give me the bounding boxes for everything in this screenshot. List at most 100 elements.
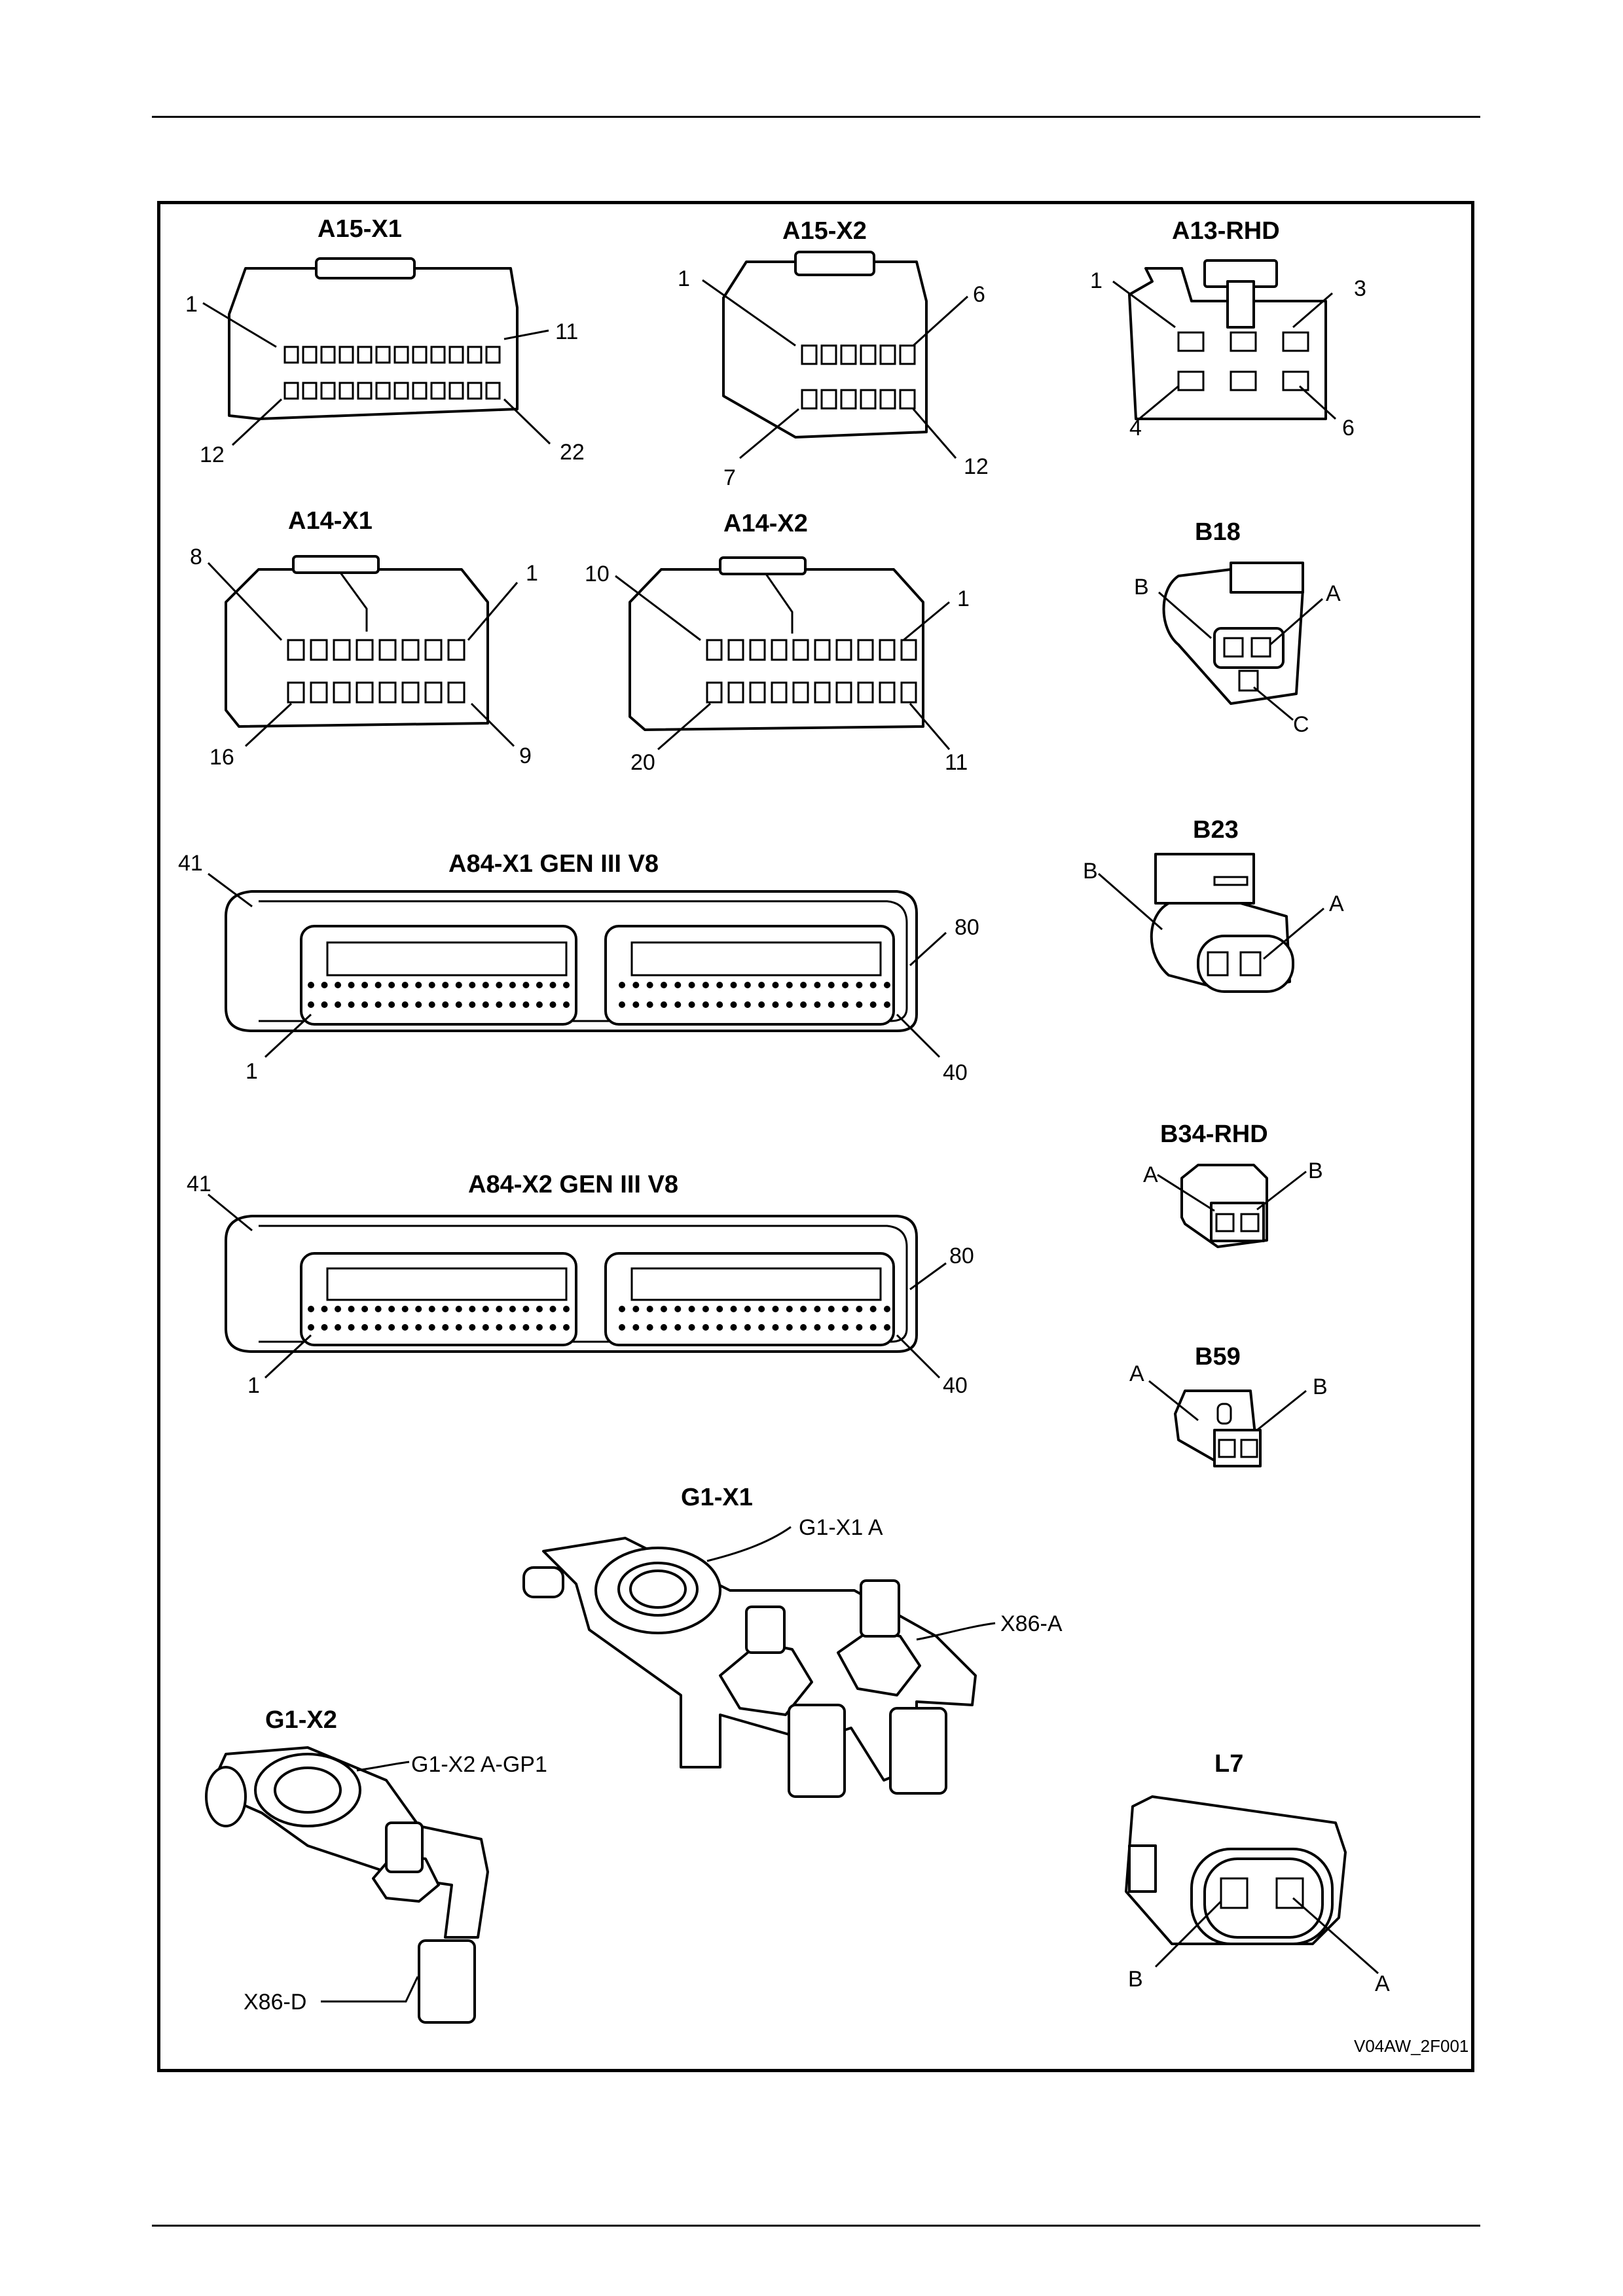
terminal-pin [549, 982, 556, 988]
terminal-pin [563, 1306, 570, 1312]
terminal-pin [772, 982, 778, 988]
terminal-pin [321, 982, 328, 988]
terminal-pin [442, 1001, 448, 1008]
terminal-cavity [395, 347, 408, 363]
terminal-pin [483, 1001, 489, 1008]
terminal-pin [522, 1324, 529, 1331]
terminal-pin [702, 1306, 709, 1312]
terminal-pin [429, 982, 435, 988]
terminal-pin [702, 1324, 709, 1331]
terminal-cavity [468, 347, 481, 363]
terminal-cavity [413, 383, 426, 399]
terminal-cavity [1231, 372, 1256, 390]
pin-label: 1 [185, 292, 198, 317]
terminal-pin [689, 982, 695, 988]
pin-label: 6 [1342, 416, 1355, 440]
pin-label: A [1326, 581, 1341, 606]
terminal-pin [415, 1306, 422, 1312]
connector-title: A14-X1 [288, 507, 373, 535]
connector-title: B18 [1195, 518, 1241, 546]
terminal-pin [536, 982, 543, 988]
callout-label: X86-A [1000, 1611, 1063, 1636]
terminal-pin [632, 1001, 639, 1008]
terminal-pin [772, 1324, 778, 1331]
terminal-pin [619, 1306, 625, 1312]
terminal-pin [496, 1324, 502, 1331]
terminal-pin [429, 1306, 435, 1312]
terminal-cavity [900, 346, 915, 364]
terminal-pin [800, 982, 807, 988]
connector-title: G1-X1 [681, 1484, 753, 1511]
terminal-cavity [802, 390, 816, 408]
terminal-pin [842, 1306, 848, 1312]
connector-b18: B18 B A C [1134, 518, 1341, 737]
terminal-cavity [707, 640, 721, 660]
pin-label: C [1293, 712, 1309, 737]
terminal-cavity [486, 383, 500, 399]
terminal-cavity [380, 683, 395, 702]
terminal-pin [469, 1306, 475, 1312]
terminal-pin [661, 982, 667, 988]
terminal-pin [619, 982, 625, 988]
terminal-pin [469, 1324, 475, 1331]
terminal-cavity [413, 347, 426, 363]
callout-label: X86-D [244, 1990, 306, 2015]
terminal-cavity [380, 640, 395, 660]
terminal-pin [661, 1306, 667, 1312]
terminal-pin [731, 1001, 737, 1008]
terminal-cavity [340, 383, 353, 399]
terminal-pin [786, 982, 793, 988]
terminal-cavity [1283, 332, 1308, 351]
terminal-cavity [288, 683, 304, 702]
terminal-pin [674, 1306, 681, 1312]
terminal-pin [442, 1324, 448, 1331]
terminal-pin [348, 1324, 355, 1331]
terminal-pin [496, 1306, 502, 1312]
terminal-pin [335, 1324, 341, 1331]
terminal-pin [469, 1001, 475, 1008]
terminal-pin [758, 1306, 765, 1312]
terminal-pin [814, 1324, 820, 1331]
terminal-cavity [861, 390, 875, 408]
terminal-cavity [450, 347, 463, 363]
terminal-cavity [357, 683, 373, 702]
terminal-cavity [858, 683, 873, 702]
pin-label: A [1375, 1971, 1390, 1996]
terminal-cavity [431, 347, 445, 363]
terminal-cavity [822, 390, 836, 408]
connector-title: A84-X2 GEN III V8 [468, 1171, 678, 1198]
terminal-pin [563, 982, 570, 988]
terminal-cavity [793, 640, 808, 660]
terminal-pin [429, 1324, 435, 1331]
terminal-pin [442, 982, 448, 988]
terminal-pin [549, 1001, 556, 1008]
connector-a13-rhd: A13-RHD 1 3 4 6 [1090, 217, 1366, 440]
terminal-pin [870, 1001, 877, 1008]
terminal-pin [483, 1306, 489, 1312]
connector-title: G1-X2 [265, 1706, 337, 1734]
terminal-cavity [334, 640, 350, 660]
pin-label: 1 [526, 561, 538, 586]
terminal-pin [689, 1001, 695, 1008]
terminal-pin [828, 1324, 835, 1331]
terminal-pin [348, 1306, 355, 1312]
callout-label: G1-X1 A [799, 1515, 883, 1540]
terminal-cavity [311, 640, 327, 660]
terminal-pin [536, 1306, 543, 1312]
terminal-pin [429, 1001, 435, 1008]
terminal-cavity [880, 640, 894, 660]
connector-g1-x1: G1-X1 G1-X1 A X86-A [524, 1484, 1063, 1797]
terminal-pin [856, 982, 862, 988]
terminal-cavity [395, 383, 408, 399]
terminal-pin [814, 982, 820, 988]
pin-label: 10 [585, 562, 610, 586]
pin-label: 80 [949, 1244, 974, 1268]
terminal-pin [388, 1001, 395, 1008]
terminal-pin [415, 1324, 422, 1331]
terminal-pin [702, 1001, 709, 1008]
terminal-pin [674, 982, 681, 988]
terminal-cavity [334, 683, 350, 702]
terminal-cavity [1178, 332, 1203, 351]
pin-label: B [1134, 575, 1149, 600]
